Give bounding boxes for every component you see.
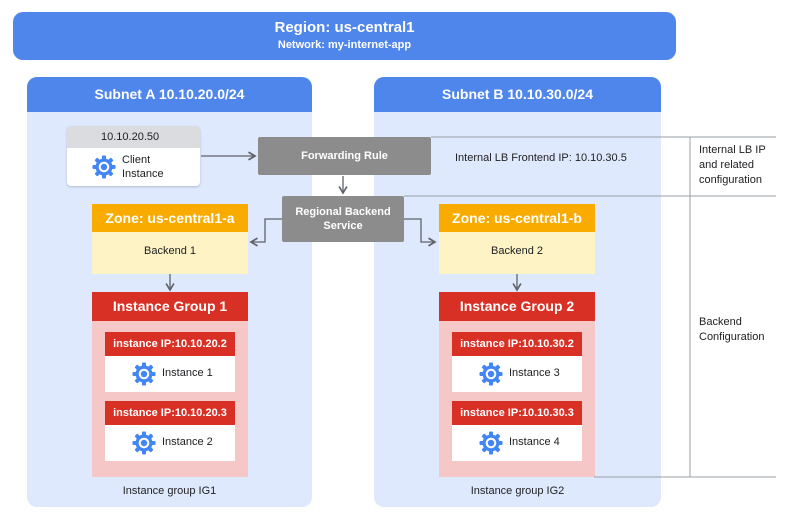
instance-group-2-title: Instance Group 2: [439, 292, 595, 321]
backend-1-label: Backend 1: [144, 245, 196, 257]
client-instance-card: 10.10.20.50 Client Instance: [67, 126, 200, 186]
zone-a-title: Zone: us-central1-a: [92, 204, 248, 232]
compute-engine-gear-icon: [92, 155, 116, 179]
instance-group-2: Instance Group 2 instance IP:10.10.30.2 …: [439, 292, 595, 477]
forwarding-rule: Forwarding Rule: [258, 137, 431, 175]
instance-group-1: Instance Group 1 instance IP:10.10.20.2 …: [92, 292, 248, 477]
instance-card: instance IP:10.10.20.2 Instance 1: [105, 332, 235, 392]
instance-name: Instance 1: [162, 367, 213, 379]
zone-b: Zone: us-central1-b Backend 2: [439, 204, 595, 274]
region-title: Region: us-central1: [274, 19, 415, 36]
instance-ip: instance IP:10.10.30.3: [452, 401, 582, 425]
client-label: Client Instance: [122, 154, 164, 180]
backend-2-label: Backend 2: [491, 245, 543, 257]
zone-b-title: Zone: us-central1-b: [439, 204, 595, 232]
instance-group-1-title: Instance Group 1: [92, 292, 248, 321]
instance-name: Instance 3: [509, 367, 560, 379]
instance-card: instance IP:10.10.20.3 Instance 2: [105, 401, 235, 461]
network-label: Network: my-internet-app: [277, 39, 412, 51]
subnet-b-title: Subnet B 10.10.30.0/24: [374, 77, 661, 112]
subnet-b-footer: Instance group IG2: [470, 485, 565, 497]
zone-a: Zone: us-central1-a Backend 1: [92, 204, 248, 274]
compute-engine-gear-icon: [479, 431, 503, 455]
instance-name: Instance 2: [162, 436, 213, 448]
instance-card: instance IP:10.10.30.3 Instance 4: [452, 401, 582, 461]
instance-ip: instance IP:10.10.30.2: [452, 332, 582, 356]
compute-engine-gear-icon: [132, 362, 156, 386]
instance-name: Instance 4: [509, 436, 560, 448]
subnet-a-footer: Instance group IG1: [122, 485, 217, 497]
compute-engine-gear-icon: [479, 362, 503, 386]
instance-card: instance IP:10.10.30.2 Instance 3: [452, 332, 582, 392]
regional-backend-service: Regional Backend Service: [282, 196, 404, 242]
lb-frontend-ip: Internal LB Frontend IP: 10.10.30.5: [455, 152, 627, 164]
instance-ip: instance IP:10.10.20.3: [105, 401, 235, 425]
instance-ip: instance IP:10.10.20.2: [105, 332, 235, 356]
subnet-a-title: Subnet A 10.10.20.0/24: [27, 77, 312, 112]
client-ip: 10.10.20.50: [67, 126, 200, 148]
lb-config-label: Internal LB IP and related configuration: [699, 144, 766, 186]
backend-config-label: Backend Configuration: [699, 316, 765, 343]
region-banner: Region: us-central1 Network: my-internet…: [13, 12, 676, 60]
compute-engine-gear-icon: [132, 431, 156, 455]
